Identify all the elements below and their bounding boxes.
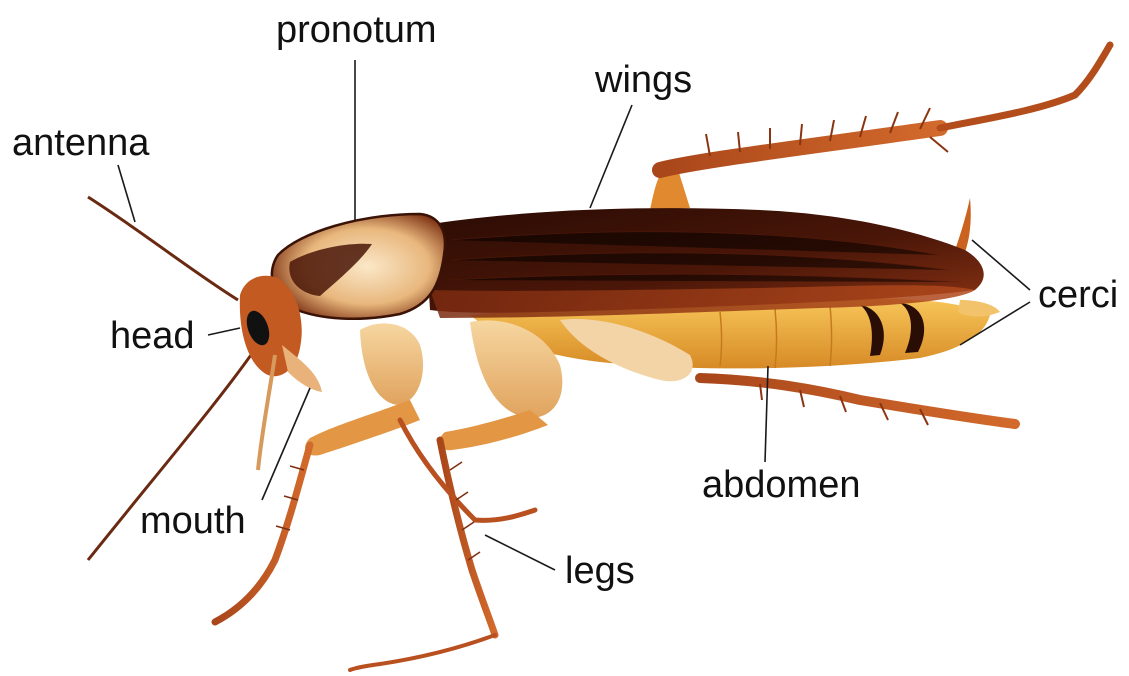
hind-leg-raised <box>650 45 1110 210</box>
label-antenna: antenna <box>12 122 150 164</box>
lower-cercus <box>958 300 1000 317</box>
label-abdomen: abdomen <box>702 464 860 506</box>
label-cerci: cerci <box>1038 274 1118 316</box>
middle-tibia <box>440 440 495 635</box>
hind-tarsus <box>940 45 1110 128</box>
middle-femur <box>440 410 548 450</box>
label-pronotum: pronotum <box>276 9 437 51</box>
antenna-leader <box>118 165 135 222</box>
wings-illustration <box>425 208 984 318</box>
label-mouth: mouth <box>140 500 246 542</box>
hind-leg-lower <box>700 378 1015 425</box>
wings-leader <box>590 105 632 208</box>
head-leader <box>208 328 240 335</box>
label-head: head <box>110 315 195 357</box>
pronotum-illustration <box>272 214 445 319</box>
label-wings: wings <box>594 59 692 101</box>
legs-leader <box>485 535 555 570</box>
hind-tibia <box>660 128 940 170</box>
middle-tarsus <box>350 635 495 670</box>
lower-hind-tibia <box>700 378 1015 424</box>
front-coxa <box>360 323 423 405</box>
upper-cercus <box>955 198 971 252</box>
upper-antenna <box>88 197 238 300</box>
mouthparts <box>282 345 322 392</box>
label-legs: legs <box>565 550 635 592</box>
